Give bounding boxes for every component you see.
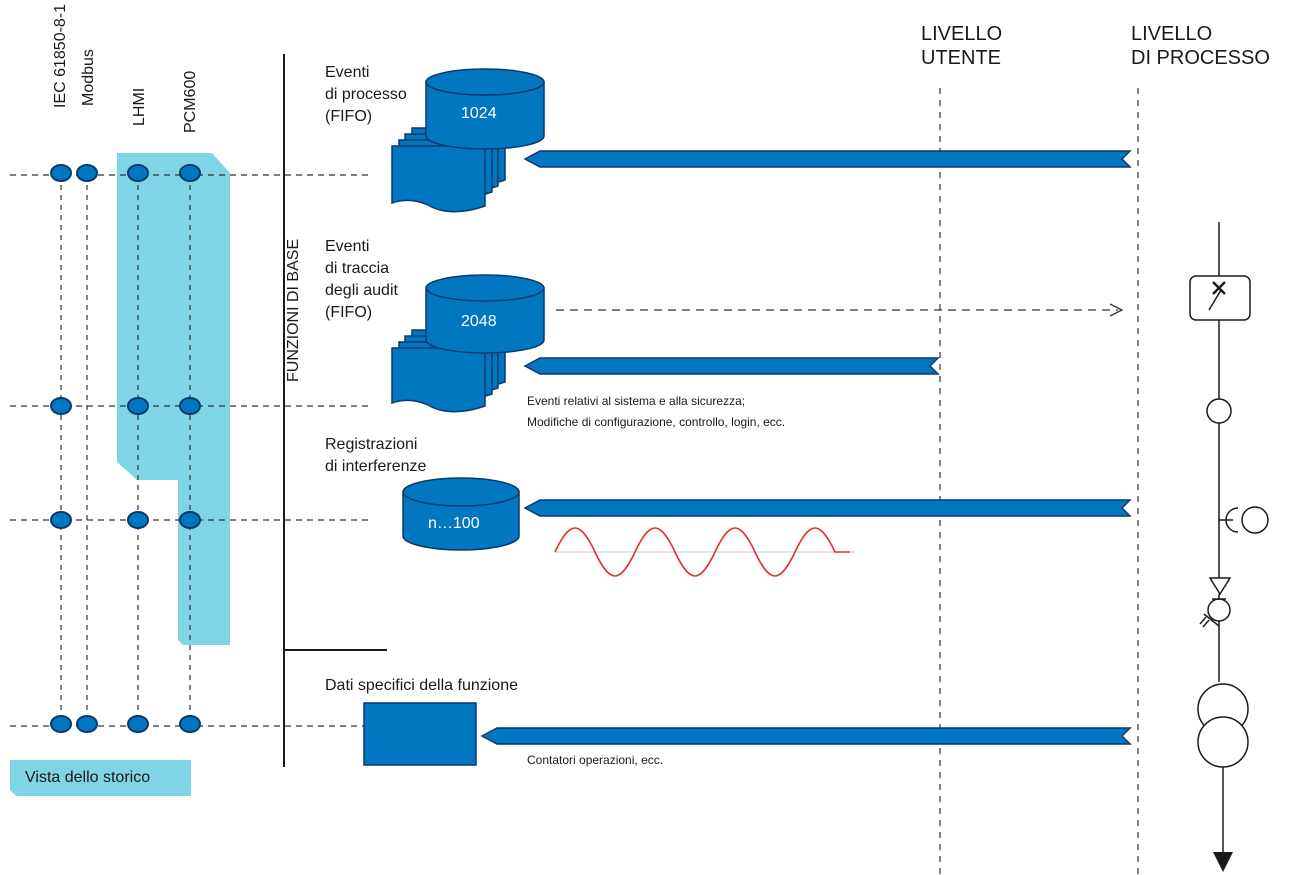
disturbance-records-title-1: Registrazioni	[325, 436, 418, 453]
current-transformer-icon	[1206, 398, 1232, 424]
database-cylinder	[425, 287, 545, 354]
function-data-block	[363, 702, 477, 766]
base-functions-label: FUNZIONI DI BASE	[285, 238, 302, 382]
pcm600-history-region	[178, 480, 230, 645]
function-data-arrow	[480, 727, 1132, 745]
voltage-transformer-icon	[1225, 507, 1239, 533]
audit-events-capacity: 2048	[461, 313, 497, 330]
user-level-line-2: UTENTE	[921, 47, 1001, 69]
disturbance-records-arrow	[523, 499, 1132, 517]
down-arrow-icon	[1213, 852, 1233, 872]
earthing-switch-icon	[1208, 577, 1232, 596]
audit-events-title-2: di traccia	[325, 260, 390, 277]
interface-columns	[60, 175, 191, 726]
process-events-capacity: 1024	[461, 105, 497, 122]
process-events-store	[391, 68, 545, 213]
modbus-label: Modbus	[80, 49, 97, 106]
audit-events-title-4: (FIFO)	[325, 304, 373, 321]
process-level-line-1: LIVELLO	[1131, 23, 1213, 45]
database-cylinder	[425, 81, 545, 150]
flow-arrows	[480, 150, 1132, 745]
process-events-title-3: (FIFO)	[325, 108, 373, 125]
audit-events-note-1: Eventi relativi al sistema e alla sicure…	[527, 394, 746, 408]
disturbance-records-capacity: n…100	[428, 515, 480, 532]
process-level-line-2: DI PROCESSO	[1131, 47, 1270, 69]
pcm600-label: PCM600	[182, 70, 199, 133]
disturbance-records-store	[402, 477, 520, 551]
process-events-title-1: Eventi	[325, 64, 370, 81]
process-events-arrow	[523, 150, 1132, 168]
disturbance-records-title-2: di interferenze	[325, 458, 427, 475]
waveform-icon	[554, 527, 855, 577]
audit-events-title-3: degli audit	[325, 282, 398, 299]
function-data-note: Contatori operazioni, ecc.	[527, 753, 664, 767]
function-data-title: Dati specifici della funzione	[325, 677, 518, 694]
circuit-breaker-icon	[1189, 275, 1251, 321]
audit-events-title-1: Eventi	[325, 238, 370, 255]
lhmi-history-region	[117, 153, 230, 480]
audit-dashed-arrow	[556, 303, 1124, 317]
iec-label: IEC 61850-8-1	[52, 3, 69, 108]
page-stack	[391, 329, 506, 413]
process-events-title-2: di processo	[325, 86, 407, 103]
lhmi-label: LHMI	[131, 87, 148, 126]
level-lines	[939, 88, 1139, 875]
interface-nodes	[50, 164, 201, 733]
audit-events-arrow	[523, 357, 940, 375]
database-cylinder	[402, 491, 520, 551]
audit-events-note-2: Modifiche di configurazione, controllo, …	[527, 415, 786, 429]
single-line-diagram	[1189, 222, 1269, 852]
audit-events-store	[391, 274, 545, 413]
user-level-line-1: LIVELLO	[921, 23, 1003, 45]
history-view-legend-swatch	[10, 760, 191, 796]
history-view-legend-label: Vista dello storico	[25, 769, 151, 786]
